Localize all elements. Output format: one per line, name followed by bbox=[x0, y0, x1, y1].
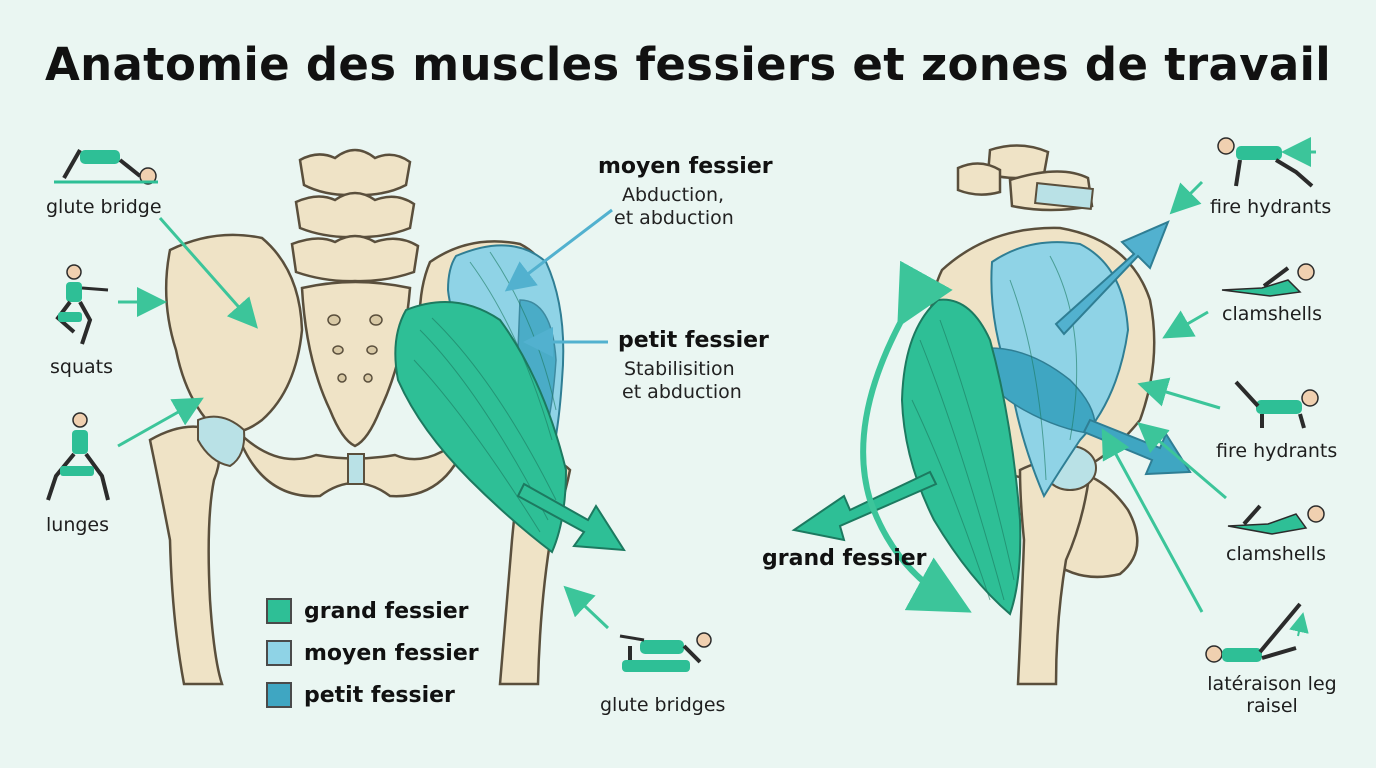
left-femur bbox=[150, 427, 222, 684]
label-petit-fessier: petit fessier bbox=[618, 328, 769, 353]
label-squats: squats bbox=[50, 356, 113, 378]
legend-item-petit: petit fessier bbox=[266, 680, 479, 710]
sacrum bbox=[302, 282, 410, 446]
legend-item-moyen: moyen fessier bbox=[266, 638, 479, 668]
legend-label-petit: petit fessier bbox=[304, 683, 455, 708]
label-clamshells-1: clamshells bbox=[1222, 303, 1322, 325]
legend-item-grand: grand fessier bbox=[266, 596, 479, 626]
glute-bridge-figure bbox=[54, 150, 158, 184]
legend: grand fessier moyen fessier petit fessie… bbox=[266, 596, 479, 722]
label-glute-bridges: glute bridges bbox=[600, 694, 725, 716]
vertebra-1 bbox=[300, 150, 410, 195]
label-fire-hydrants-2: fire hydrants bbox=[1216, 440, 1337, 462]
fire-hydrant-figure-1 bbox=[1218, 138, 1312, 186]
desc-moyen-2: et abduction bbox=[614, 207, 734, 229]
label-glute-bridge: glute bridge bbox=[46, 196, 162, 218]
glute-bridges-figure bbox=[620, 633, 711, 672]
legend-swatch-petit bbox=[266, 682, 292, 708]
label-grand-fessier-right: grand fessier bbox=[762, 546, 927, 571]
label-moyen-fessier: moyen fessier bbox=[598, 154, 773, 179]
lateral-vertebra-3 bbox=[958, 163, 1000, 194]
lunge-figure bbox=[48, 413, 108, 500]
clamshell-figure-1 bbox=[1222, 264, 1314, 296]
label-lateral-raise-line-2: raisel bbox=[1190, 695, 1354, 717]
label-lateral-raise: latéraison leg raisel bbox=[1190, 673, 1354, 717]
squat-figure bbox=[58, 265, 108, 344]
pubic-symphysis bbox=[348, 454, 364, 484]
label-fire-hydrants-1: fire hydrants bbox=[1210, 196, 1331, 218]
label-lateral-raise-line-1: latéraison leg bbox=[1190, 673, 1354, 695]
desc-petit-2: et abduction bbox=[622, 381, 742, 403]
desc-petit-1: Stabilisition bbox=[624, 358, 735, 380]
label-lunges: lunges bbox=[46, 514, 109, 536]
left-ilium bbox=[166, 235, 302, 433]
legend-swatch-grand bbox=[266, 598, 292, 624]
legend-label-grand: grand fessier bbox=[304, 599, 469, 624]
legend-swatch-moyen bbox=[266, 640, 292, 666]
legend-label-moyen: moyen fessier bbox=[304, 641, 479, 666]
fire-hydrant-figure-2 bbox=[1236, 382, 1318, 428]
label-clamshells-2: clamshells bbox=[1226, 543, 1326, 565]
leg-raise-figure bbox=[1206, 604, 1302, 662]
vertebra-3 bbox=[292, 236, 418, 281]
desc-moyen-1: Abduction, bbox=[622, 184, 724, 206]
clamshell-figure-2 bbox=[1228, 506, 1324, 534]
vertebra-2 bbox=[296, 193, 414, 237]
